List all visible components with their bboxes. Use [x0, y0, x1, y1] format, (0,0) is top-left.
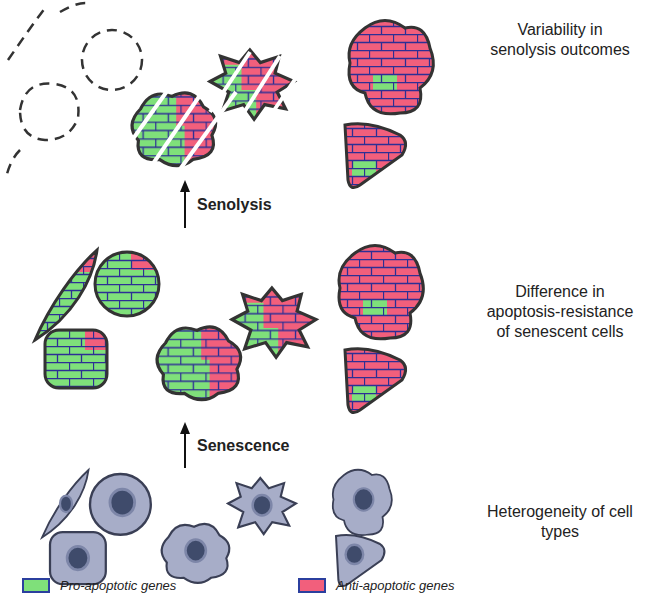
senescent-cells — [35, 246, 423, 413]
process-label: Senolysis — [197, 196, 272, 214]
legend-swatch — [22, 578, 50, 593]
resistant-cells — [345, 21, 433, 188]
legend-text: Pro-apoptotic genes — [60, 578, 176, 593]
normal-cells — [42, 470, 392, 586]
stage-label: Variability in senolysis outcomes — [485, 20, 635, 60]
legend-item: Pro-apoptotic genes — [22, 578, 176, 593]
process-label: Senescence — [197, 437, 290, 455]
stage-label: Heterogeneity of cell types — [485, 502, 635, 542]
senescence-arrow — [184, 428, 186, 468]
dying-cells — [125, 50, 300, 172]
legend-item: Anti-apoptotic genes — [298, 578, 455, 593]
eliminated-cells — [6, 3, 142, 178]
legend-swatch — [298, 578, 326, 593]
senolysis-arrow — [184, 186, 186, 228]
legend-text: Anti-apoptotic genes — [336, 578, 455, 593]
stage-label: Difference in apoptosis-resistance of se… — [485, 282, 635, 342]
